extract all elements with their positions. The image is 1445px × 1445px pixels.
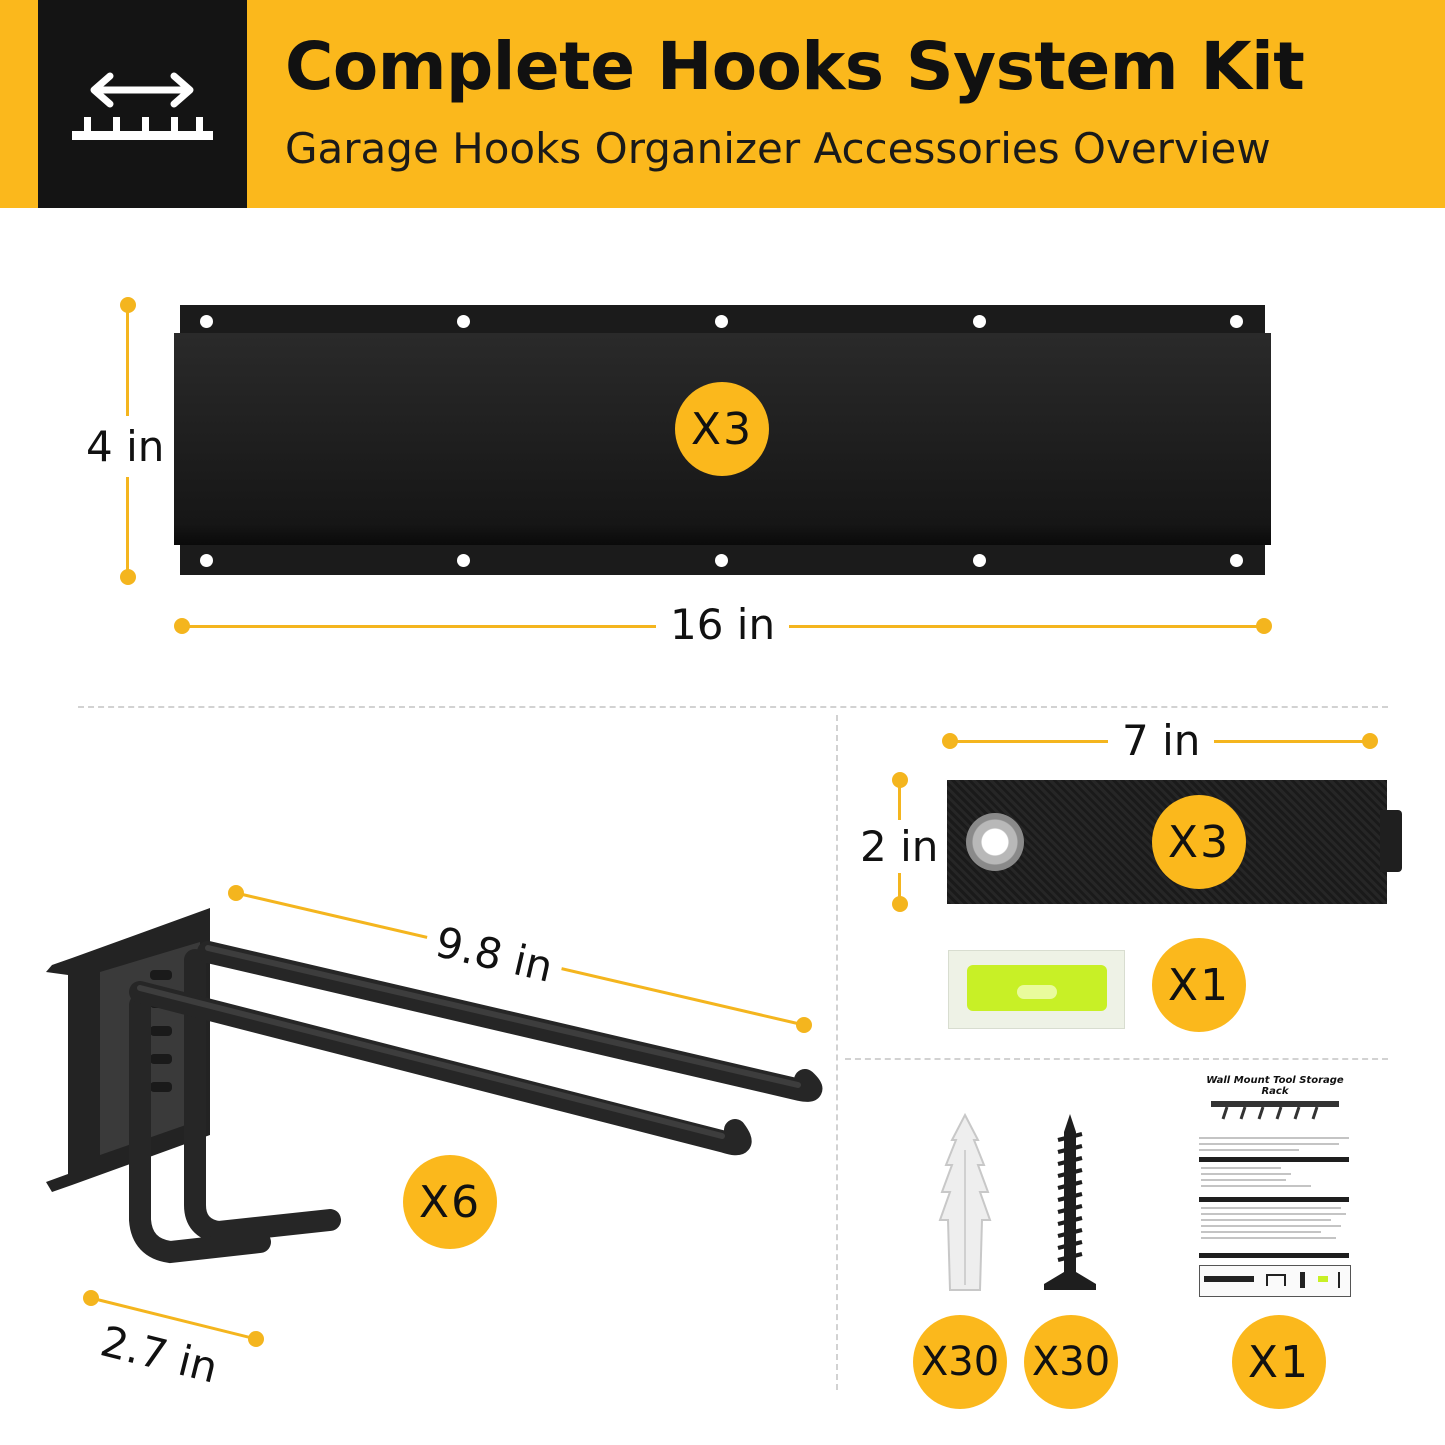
manual-text-line	[1201, 1173, 1291, 1175]
manual-section-bar	[1199, 1253, 1349, 1258]
packing-item-screw	[1338, 1272, 1340, 1288]
packing-item-rail	[1204, 1276, 1254, 1282]
manual-text-line	[1201, 1237, 1336, 1239]
manual-text-line	[1199, 1143, 1339, 1145]
section-divider	[836, 715, 838, 1390]
packing-item-level	[1318, 1276, 1328, 1282]
hook-quantity-badge: X6	[403, 1155, 497, 1249]
rail-width-label: 16 in	[656, 600, 790, 649]
bubble-level-image	[948, 950, 1125, 1029]
anchor-quantity-badge: X30	[913, 1315, 1007, 1409]
manual-text-line	[1201, 1179, 1286, 1181]
rail-height-label: 4 in	[72, 416, 179, 477]
manual-section-bar	[1199, 1157, 1349, 1162]
manual-section-bar	[1199, 1197, 1349, 1202]
strap-quantity-badge: X3	[1152, 795, 1246, 889]
manual-title: Wall Mount Tool Storage Rack	[1206, 1075, 1344, 1097]
dimension-dot	[120, 569, 136, 585]
dimension-dot	[174, 618, 190, 634]
manual-text-line	[1201, 1167, 1281, 1169]
dimension-dot	[942, 733, 958, 749]
dimension-dot	[892, 772, 908, 788]
mount-hole	[457, 315, 470, 328]
packing-item-strap	[1300, 1272, 1305, 1288]
mount-hole	[457, 554, 470, 567]
mount-hole	[715, 315, 728, 328]
strap-tab	[1380, 810, 1402, 872]
strap-height-label: 2 in	[848, 820, 951, 873]
strap-width-label: 7 in	[1108, 716, 1215, 765]
manual-text-line	[1201, 1185, 1311, 1187]
logo-box	[38, 0, 247, 208]
mount-hole	[715, 554, 728, 567]
page-subtitle: Garage Hooks Organizer Accessories Overv…	[285, 124, 1271, 173]
mount-hole	[200, 554, 213, 567]
level-bubble	[1017, 985, 1057, 999]
mount-hole	[200, 315, 213, 328]
screw-image	[1044, 1114, 1096, 1290]
dimension-dot	[892, 896, 908, 912]
dimension-dot	[1362, 733, 1378, 749]
grommet-icon	[966, 813, 1024, 871]
manual-text-line	[1201, 1225, 1341, 1227]
manual-text-line	[1199, 1149, 1299, 1151]
section-divider	[78, 706, 1388, 708]
dimension-dot	[1256, 618, 1272, 634]
packing-item-hook	[1266, 1274, 1286, 1286]
page-title: Complete Hooks System Kit	[285, 28, 1305, 105]
manual-text-line	[1201, 1213, 1346, 1215]
level-quantity-badge: X1	[1152, 938, 1246, 1032]
rail-quantity-badge: X3	[675, 382, 769, 476]
mount-hole	[1230, 315, 1243, 328]
dimension-dot	[120, 297, 136, 313]
level-vial	[967, 965, 1107, 1011]
mount-hole	[973, 315, 986, 328]
manual-text-line	[1199, 1137, 1349, 1139]
packing-list-table	[1199, 1265, 1351, 1297]
manual-text-line	[1201, 1219, 1331, 1221]
mount-hole	[1230, 554, 1243, 567]
rack-illustration	[1211, 1101, 1339, 1120]
width-measure-icon	[72, 72, 213, 140]
wall-anchor-image	[938, 1112, 992, 1291]
manual-text-line	[1201, 1231, 1321, 1233]
manual-quantity-badge: X1	[1232, 1315, 1326, 1409]
double-hook-image	[46, 885, 823, 1347]
screw-quantity-badge: X30	[1024, 1315, 1118, 1409]
mount-hole	[973, 554, 986, 567]
manual-text-line	[1201, 1207, 1341, 1209]
section-divider	[845, 1058, 1388, 1060]
instruction-manual: Wall Mount Tool Storage Rack	[1197, 1075, 1353, 1297]
